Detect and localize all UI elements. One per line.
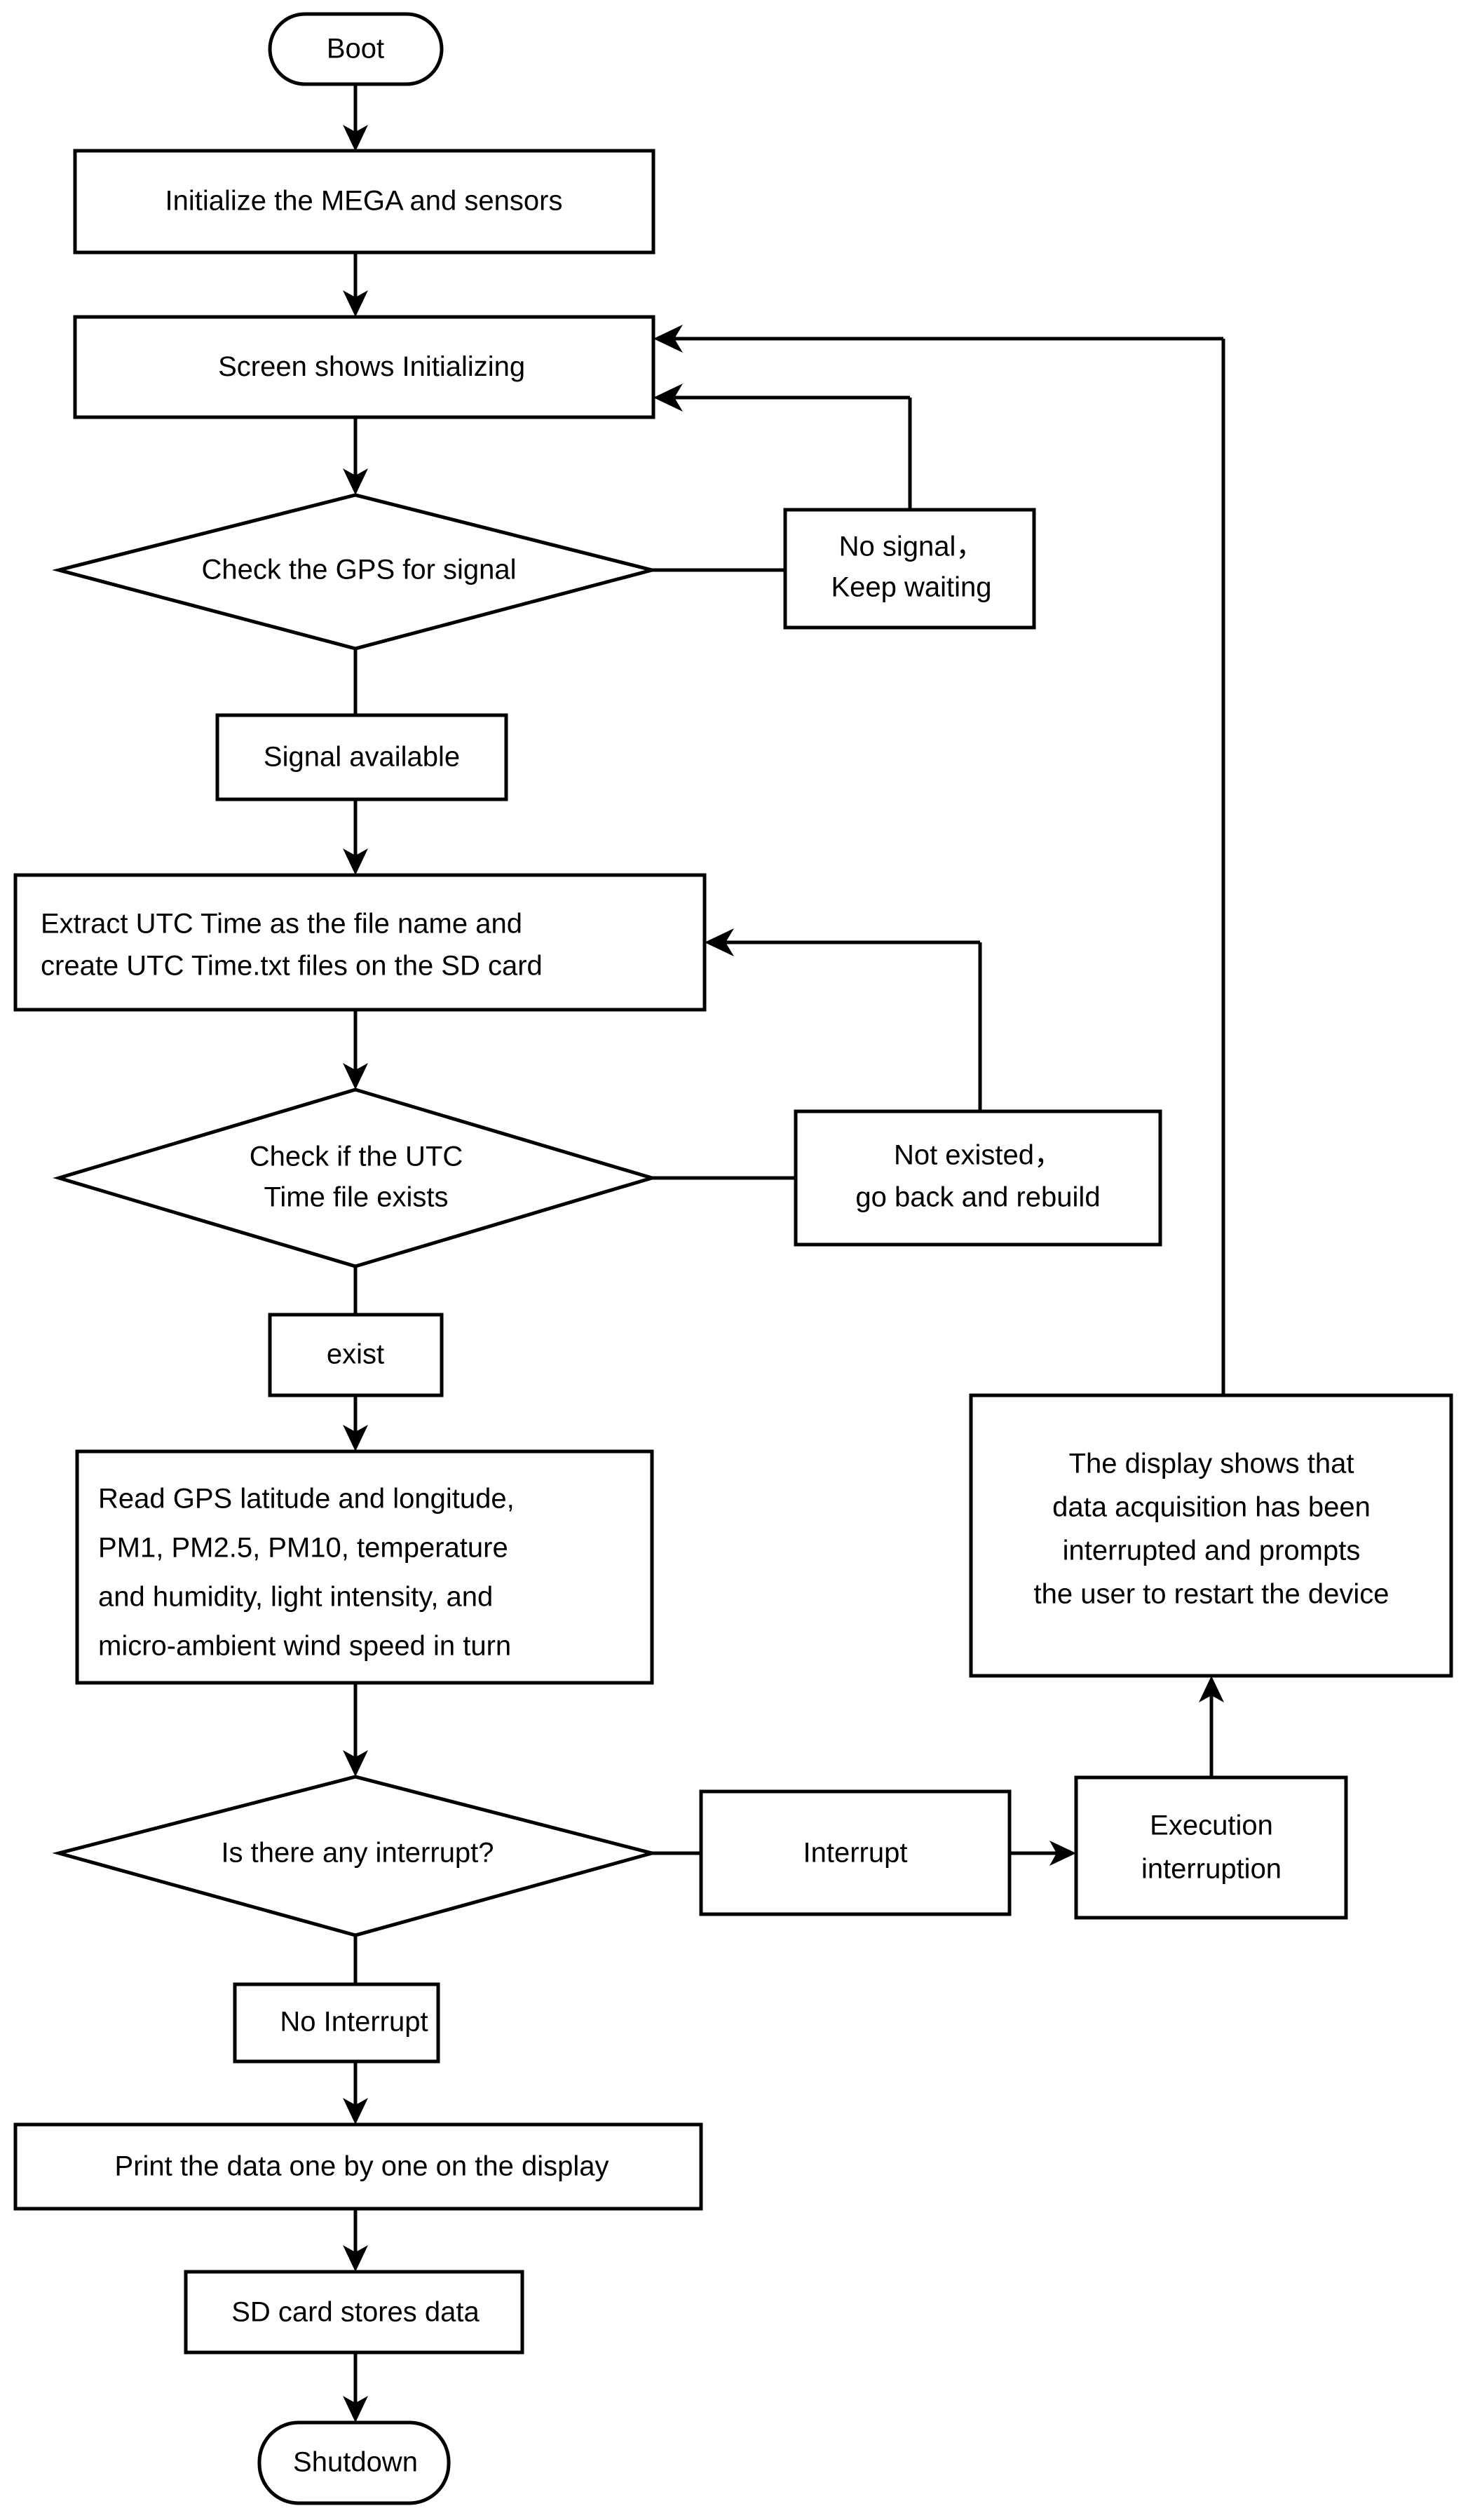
node-interrupt[interactable]: Interrupt: [699, 1789, 1012, 1916]
node-execution-interruption[interactable]: Execution interruption: [1074, 1775, 1348, 1920]
check-utc-file-line2: Time file exists: [264, 1182, 448, 1213]
display-interrupted-line2: data acquisition has been: [1052, 1492, 1371, 1523]
check-gps-label: Check the GPS for signal: [201, 555, 516, 585]
node-check-utc-file[interactable]: Check if the UTC Time file exists: [53, 1088, 658, 1268]
edge-layer: [343, 84, 1225, 2423]
exist-shape[interactable]: [268, 1313, 444, 1397]
read-sensors-line3: and humidity, light intensity, and: [98, 1582, 493, 1613]
edge-signal-available-to-extract: [343, 799, 368, 875]
not-existed-line2: go back and rebuild: [855, 1182, 1100, 1213]
read-sensors-line4: micro-ambient wind speed in turn: [98, 1631, 511, 1662]
display-interrupted-line3: interrupted and prompts: [1063, 1536, 1361, 1566]
edge-no-signal-to-screen: [653, 384, 912, 510]
extract-utc-line2: create UTC Time.txt files on the SD card: [41, 951, 543, 982]
edge-print-to-sd-store: [343, 2209, 368, 2272]
node-read-sensors[interactable]: Read GPS latitude and longitude, PM1, PM…: [75, 1449, 654, 1685]
node-check-gps[interactable]: Check the GPS for signal: [52, 493, 659, 651]
screen-initializing-shape[interactable]: [73, 315, 655, 419]
node-display-interrupted[interactable]: The display shows that data acquisition …: [969, 1393, 1453, 1678]
extract-utc-shape[interactable]: [13, 873, 707, 1012]
no-signal-line2: Keep waiting: [831, 572, 991, 603]
no-interrupt-label: No Interrupt: [280, 2007, 428, 2038]
not-existed-line1: Not existed，: [894, 1140, 1062, 1171]
read-sensors-line1: Read GPS latitude and longitude,: [98, 1484, 515, 1515]
signal-available-label: Signal available: [264, 742, 460, 773]
edge-sd-store-to-shutdown: [343, 2352, 368, 2423]
no-signal-line1: No signal，: [839, 531, 984, 562]
not-existed-shape[interactable]: [794, 1109, 1162, 1247]
execution-interruption-shape[interactable]: [1074, 1775, 1348, 1920]
execution-interruption-line2: interruption: [1141, 1854, 1282, 1885]
read-sensors-shape[interactable]: [75, 1449, 654, 1685]
shutdown-label: Shutdown: [293, 2447, 418, 2478]
execution-interruption-line1: Execution: [1150, 1810, 1273, 1841]
extract-utc-line1: Extract UTC Time as the file name and: [41, 909, 522, 940]
display-interrupted-line4: the user to restart the device: [1034, 1579, 1389, 1610]
edge-exist-to-read-sensors: [343, 1395, 368, 1451]
node-sd-store[interactable]: SD card stores data: [184, 2270, 524, 2355]
is-interrupt-shape[interactable]: [52, 1775, 659, 1937]
node-initialize[interactable]: Initialize the MEGA and sensors: [73, 149, 655, 255]
edge-extract-to-check-utc: [343, 1010, 368, 1090]
edge-boot-to-initialize: [343, 84, 368, 151]
check-utc-file-line1: Check if the UTC: [250, 1142, 463, 1172]
node-signal-available[interactable]: Signal available: [215, 713, 508, 801]
initialize-label: Initialize the MEGA and sensors: [165, 186, 563, 217]
edge-screen-to-check-gps: [343, 417, 368, 495]
sd-store-shape[interactable]: [184, 2270, 524, 2355]
display-interrupted-shape[interactable]: [969, 1393, 1453, 1678]
node-screen-initializing[interactable]: Screen shows Initializing: [73, 315, 655, 419]
screen-initializing-label-part1: Screen shows: [218, 351, 402, 382]
sd-store-label: SD card stores data: [231, 2297, 480, 2328]
screen-initializing-label-emphasis: Initializing: [402, 351, 525, 382]
node-shutdown[interactable]: Shutdown: [257, 2420, 451, 2505]
node-not-existed[interactable]: Not existed， go back and rebuild: [794, 1109, 1162, 1247]
edge-not-existed-to-extract: [705, 928, 982, 1111]
no-signal-shape[interactable]: [783, 508, 1036, 630]
shutdown-shape[interactable]: [257, 2420, 451, 2505]
boot-label: Boot: [327, 34, 384, 65]
node-boot[interactable]: Boot: [268, 12, 444, 86]
read-sensors-line2: PM1, PM2.5, PM10, temperature: [98, 1533, 508, 1564]
node-is-interrupt[interactable]: Is there any interrupt?: [52, 1775, 659, 1937]
interrupt-label: Interrupt: [803, 1838, 908, 1869]
edge-read-sensors-to-is-interrupt: [343, 1683, 368, 1777]
node-exist[interactable]: exist: [268, 1313, 444, 1397]
signal-available-shape[interactable]: [215, 713, 508, 801]
print-data-shape[interactable]: [13, 2122, 703, 2211]
print-data-label: Print the data one by one on the display: [115, 2151, 609, 2182]
node-print-data[interactable]: Print the data one by one on the display: [13, 2122, 703, 2211]
display-interrupted-line1: The display shows that: [1069, 1449, 1354, 1479]
node-extract-utc[interactable]: Extract UTC Time as the file name and cr…: [13, 873, 707, 1012]
edge-no-interrupt-to-print: [343, 2061, 368, 2125]
screen-initializing-label: Screen shows Initializing: [148, 351, 580, 382]
exist-label: exist: [327, 1339, 384, 1370]
edge-display-to-screen: [653, 325, 1225, 1395]
no-interrupt-shape[interactable]: [233, 1982, 440, 2064]
edge-interrupt-to-execution: [1010, 1841, 1076, 1866]
edge-initialize-to-screen: [343, 252, 368, 317]
interrupt-shape[interactable]: [699, 1789, 1012, 1916]
initialize-shape[interactable]: [73, 149, 655, 255]
check-gps-shape[interactable]: [52, 493, 659, 651]
is-interrupt-label: Is there any interrupt?: [221, 1838, 494, 1869]
boot-shape[interactable]: [268, 12, 444, 86]
edge-execution-to-display: [1199, 1676, 1224, 1777]
node-no-signal[interactable]: No signal， Keep waiting: [783, 508, 1036, 630]
node-no-interrupt[interactable]: No Interrupt: [233, 1982, 440, 2064]
check-utc-file-shape[interactable]: [53, 1088, 658, 1268]
